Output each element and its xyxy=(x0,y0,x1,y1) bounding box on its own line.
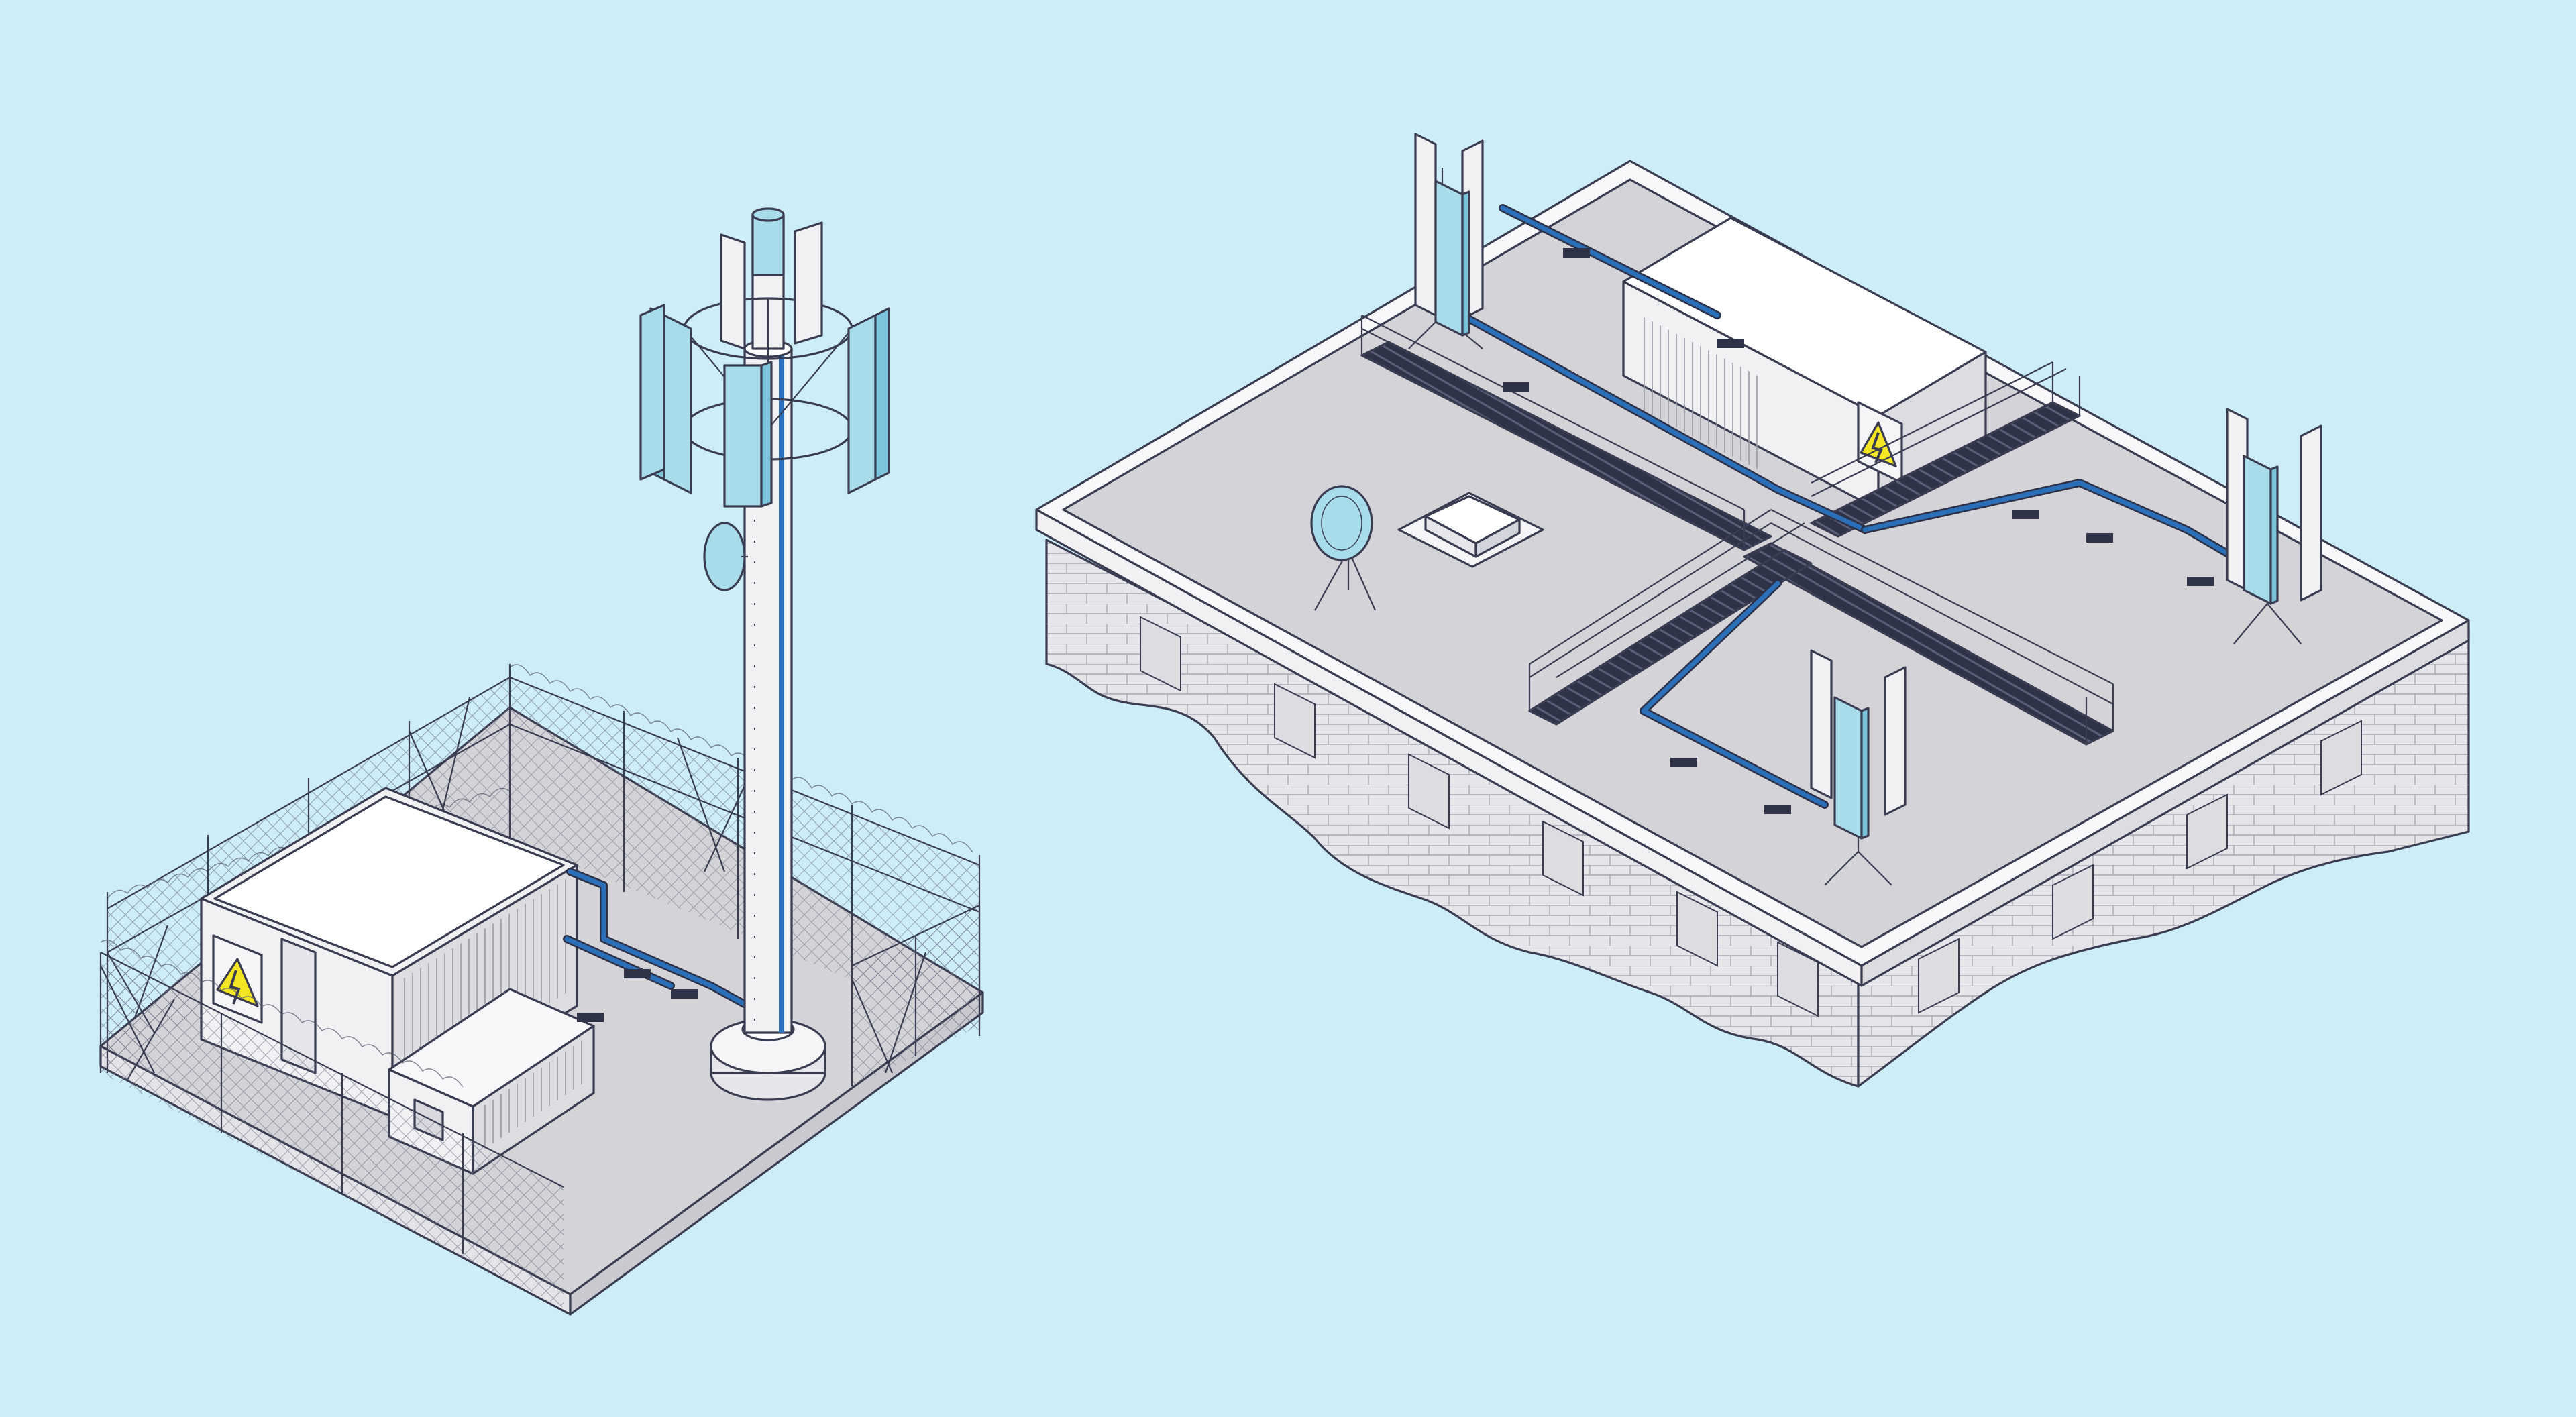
microwave-dish-icon xyxy=(703,522,748,591)
roof-hatch xyxy=(1397,492,1544,568)
microwave-dish-icon xyxy=(1310,485,1377,611)
rooftop-antenna-site xyxy=(1035,133,2470,1088)
front-fence xyxy=(99,905,981,1308)
high-voltage-warning-icon xyxy=(212,934,263,1024)
building-walls xyxy=(1045,539,2470,1088)
sector-antenna-icon xyxy=(639,221,890,508)
cable-tray xyxy=(563,868,752,1022)
cell-tower xyxy=(639,207,890,1101)
walkway-grates xyxy=(1360,315,2114,746)
sector-antenna-icon xyxy=(1408,133,2322,886)
rooftop-equipment-room xyxy=(1622,217,1987,511)
ground-tower-site xyxy=(99,207,984,1316)
